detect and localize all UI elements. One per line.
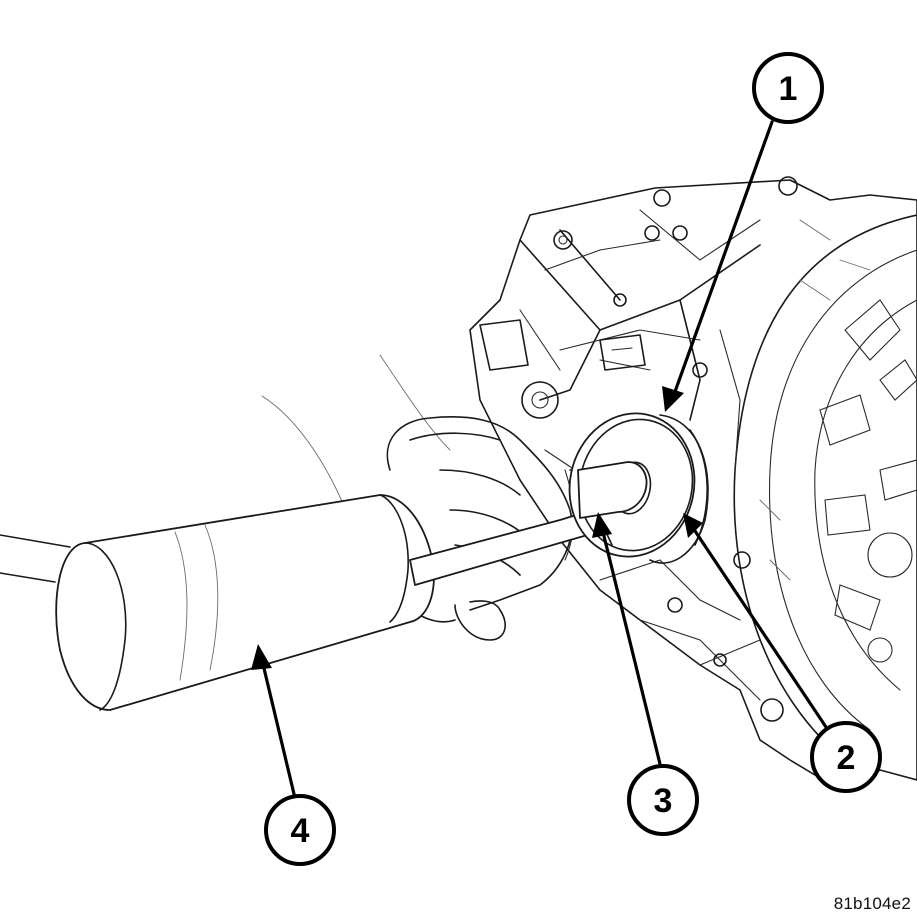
- arrowhead-1: [662, 386, 684, 412]
- callout-2: 2: [810, 721, 882, 793]
- arrowhead-2: [683, 513, 703, 538]
- figure-id: 81b104e2: [833, 894, 911, 913]
- callout-4: 4: [264, 794, 336, 866]
- callout-2-label: 2: [837, 739, 856, 777]
- callout-1-label: 1: [779, 70, 798, 108]
- leader-line-4: [260, 658, 296, 796]
- leader-line-1: [670, 120, 774, 402]
- arrowhead-3: [592, 512, 612, 538]
- callout-3: 3: [627, 764, 699, 836]
- seal-installer: [568, 412, 709, 564]
- leader-line-3: [600, 526, 662, 766]
- callout-1: 1: [752, 52, 824, 124]
- callout-4-label: 4: [291, 812, 310, 850]
- callout-arrows: [251, 120, 834, 796]
- callout-3-label: 3: [654, 782, 673, 820]
- driver-handle: [0, 464, 652, 711]
- transmission-case: [469, 176, 917, 791]
- leader-line-2: [691, 526, 834, 738]
- arrowhead-4: [251, 644, 272, 670]
